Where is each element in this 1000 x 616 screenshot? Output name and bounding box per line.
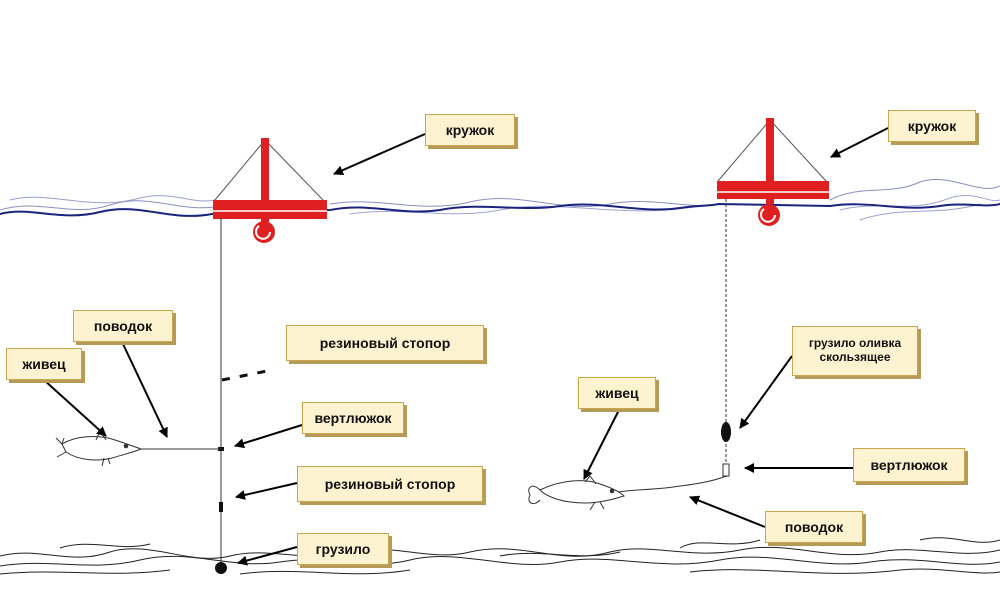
float-mast [766,118,774,204]
arrow-right-bait [583,407,621,480]
float-mast [261,138,269,222]
left-rig [55,218,273,574]
label-right-swivel: вертлюжок [853,448,965,482]
arrow-right-leader [689,495,766,528]
swivel-marker [722,463,730,477]
label-right-bait: живец [578,377,656,409]
left-float [213,138,327,243]
rubber-stopper-dashes [221,368,273,382]
arrow-left-rubber-stopper [235,482,298,500]
bait-fish-right [528,475,625,511]
water-surface [0,179,1000,221]
label-left-rubber-stopper-top: резиновый стопор [286,325,484,361]
water-line-faint [859,203,981,221]
label-left-sinker: грузило [297,533,389,565]
label-left-rubber-stopper-bottom: резиновый стопор [297,466,483,502]
lake-bottom [0,537,1000,575]
label-right-sliding-sinker: грузило оливка скользящее [792,326,918,376]
right-rig [528,199,731,511]
sinker-ball [215,562,227,574]
arrow-left-bait [43,379,107,437]
arrow-left-sinker [237,546,298,566]
arrow-left-leader [122,343,168,438]
bait-fish-left [55,429,143,467]
sliding-sinker [721,422,731,442]
annotation-arrows [43,127,889,566]
label-left-float: кружок [425,114,515,146]
water-line-faint [0,200,221,211]
float-disk [717,181,829,192]
water-line-faint [9,195,216,204]
water-line-main [0,202,1000,217]
rubber-stopper-marker [219,502,223,512]
label-left-swivel: вертлюжок [302,402,404,434]
arrow-left-float [333,133,426,175]
label-left-leader: поводок [73,310,173,342]
arrow-right-sliding-sinker [739,355,793,429]
label-left-bait: живец [6,348,82,380]
arrow-right-float [830,127,889,158]
water-line-faint [839,195,1000,211]
water-line-faint [829,179,1000,201]
arrow-left-swivel [234,424,303,449]
water-line-faint [329,198,721,207]
label-right-leader: поводок [765,511,863,543]
right-float [717,118,829,226]
leader-line [612,475,727,494]
label-right-float: кружок [888,110,976,142]
float-disk [213,200,327,212]
